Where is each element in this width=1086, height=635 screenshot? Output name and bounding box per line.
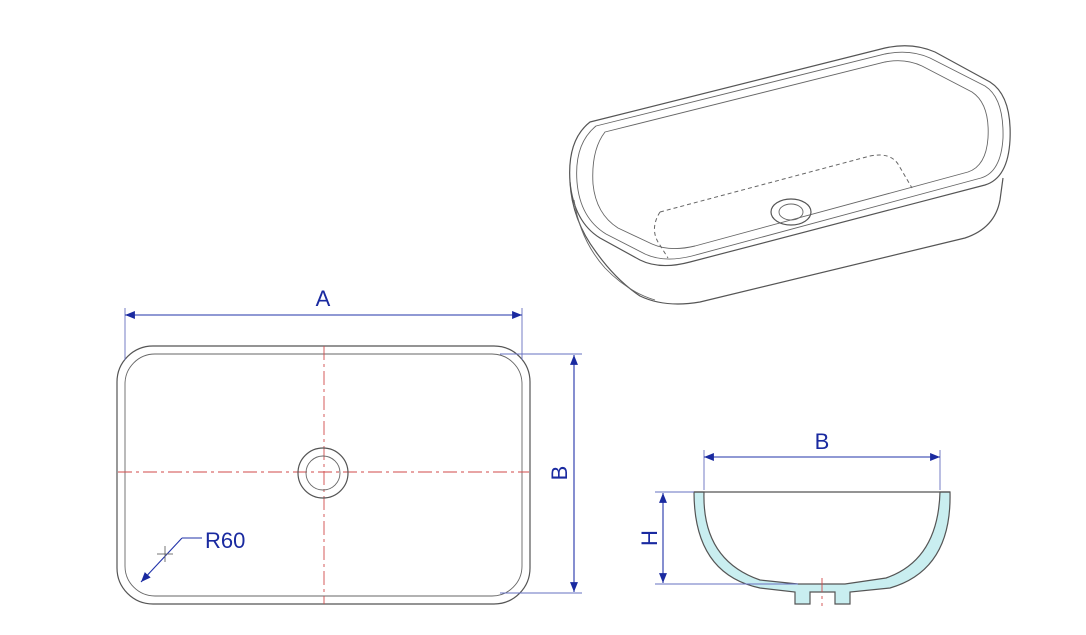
radius-leader — [140, 537, 183, 583]
drain-inner — [778, 203, 804, 221]
basin-body-side-inner — [573, 199, 656, 301]
drain-hole-inner — [305, 455, 341, 491]
basin-inner-rim — [576, 51, 1004, 260]
section-view: B H — [637, 429, 951, 606]
drain-hole-outer — [297, 447, 349, 499]
basin-bowl-edge — [592, 60, 989, 249]
top-view: A B R60 — [116, 286, 582, 605]
basin-body-side — [569, 177, 1004, 305]
basin-floor-hidden — [654, 154, 913, 259]
dim-b2-label: B — [815, 429, 830, 454]
radius-label: R60 — [205, 528, 245, 553]
isometric-view — [569, 45, 1011, 305]
drain-outer — [770, 198, 812, 226]
section-wall — [693, 491, 951, 605]
top-view-inner — [124, 353, 523, 597]
basin-outer-rim — [569, 45, 1011, 267]
dim-b-label: B — [547, 466, 572, 481]
dim-h-label: H — [637, 530, 662, 546]
top-view-outer — [116, 345, 531, 605]
dim-a-label: A — [316, 286, 331, 311]
